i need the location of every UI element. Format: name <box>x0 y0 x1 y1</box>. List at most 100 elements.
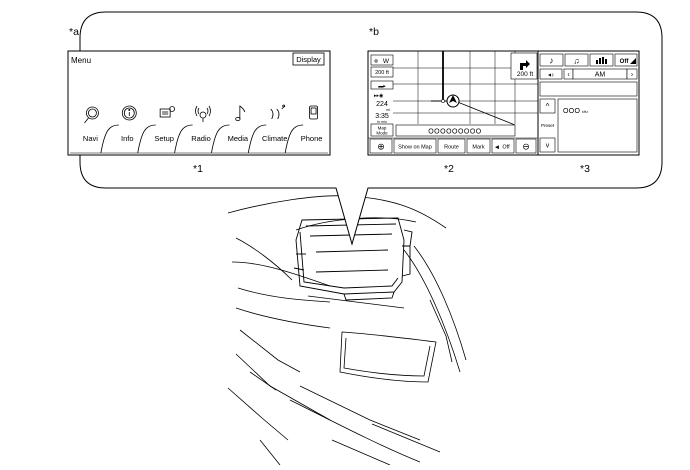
road-name: OOOOOOOOO <box>428 129 482 136</box>
compass-button[interactable] <box>370 54 394 66</box>
chevron-right-icon: › <box>631 72 634 79</box>
preset-up-button[interactable] <box>539 98 556 114</box>
voice-off-label: Off <box>502 145 510 151</box>
menu-tab-divider <box>211 124 230 154</box>
signal-strength-icon <box>630 58 636 64</box>
callout-b: *b <box>369 26 379 38</box>
sound-icon: ♫ <box>574 57 580 66</box>
menu-tab-label: Phone <box>301 134 323 143</box>
band-next-button[interactable] <box>626 68 638 80</box>
zoom-in-button[interactable] <box>369 138 393 154</box>
equalizer-icon <box>596 57 607 64</box>
map-icon: ▬▸ <box>378 84 386 90</box>
menu-screen: Menu Display Navi Info Setup Radio Media Clim… <box>67 50 331 156</box>
chevron-down-icon: v <box>546 143 550 150</box>
map-screen: ⊗ W 200 ft ▬▸ ▸▸◉ 224 mi 3:35 hr min Map… <box>367 50 539 156</box>
audio-panel: ♪ ♫ Off ◂♪ ‹ AM › ^ Preset v OOO kHz <box>537 50 640 156</box>
callout-2: *2 <box>444 163 454 175</box>
menu-tab-label: Media <box>228 134 249 143</box>
vehicle-arrow-icon <box>449 95 457 103</box>
mark-button[interactable] <box>466 138 491 154</box>
menu-tab-divider <box>100 124 119 154</box>
station-info-bar <box>539 81 638 97</box>
fan-icon <box>270 104 286 120</box>
info-icon <box>121 105 137 121</box>
zoom-in-icon: ⊕ <box>377 142 385 152</box>
preset-down-button[interactable] <box>539 137 556 153</box>
menu-tab-climate[interactable] <box>254 100 291 153</box>
voice-icon: ◀ <box>495 145 499 151</box>
scale-button[interactable] <box>370 66 394 78</box>
music-note-icon: ♪ <box>549 56 554 66</box>
destination-marker <box>441 99 445 103</box>
menu-tab-media[interactable] <box>217 100 254 153</box>
voice-off-button[interactable] <box>491 138 515 154</box>
preset-label: Preset <box>541 123 555 128</box>
zoom-out-icon: ⊖ <box>522 142 530 152</box>
radio-icon <box>195 105 211 122</box>
setup-icon <box>159 106 176 118</box>
status-label: Off <box>620 59 630 65</box>
distance-unit: mi <box>386 108 390 112</box>
zoom-out-button[interactable] <box>515 138 537 154</box>
frequency-value: OOO <box>563 108 580 115</box>
menu-tab-strip: Navi Info Setup Radio Media Climate Phone <box>70 100 328 154</box>
menu-tab-label: Radio <box>191 134 211 143</box>
map-bottom-bar: ⊕ Show on Map Route Mark ◀ Off ⊖ <box>368 137 538 154</box>
distance-value: 224 <box>376 101 388 108</box>
route-button[interactable] <box>437 138 466 154</box>
phone-icon <box>309 105 318 120</box>
callout-3: *3 <box>580 163 590 175</box>
menu-tab-divider <box>174 124 193 154</box>
menu-tab-label: Navi <box>83 134 98 143</box>
display-button-label: Display <box>296 55 321 64</box>
menu-tab-divider <box>247 124 267 154</box>
music-note-icon <box>235 105 246 122</box>
menu-tab-divider <box>137 124 156 154</box>
menu-tab-divider <box>284 124 304 154</box>
turn-distance: 200 ft <box>517 71 533 78</box>
menu-tab-info[interactable] <box>107 100 144 153</box>
mark-label: Mark <box>472 145 484 151</box>
menu-tab-label: Climate <box>262 134 287 143</box>
audio-source-tab[interactable] <box>539 53 564 67</box>
sound-setting-tab[interactable] <box>564 53 589 67</box>
route-info-icon: ▸▸◉ <box>374 93 384 99</box>
scale-label: 200 ft <box>375 70 389 76</box>
menu-tab-navi[interactable] <box>70 100 107 153</box>
callout-a: *a <box>69 26 79 38</box>
menu-title: Menu <box>71 56 91 65</box>
chevron-up-icon: ^ <box>546 102 550 111</box>
compass-icon: ⊗ <box>374 59 378 65</box>
time-unit: hr min <box>377 120 387 124</box>
show-on-map-button[interactable] <box>393 138 437 154</box>
turn-right-arrow-icon <box>520 60 530 70</box>
magnifier-icon <box>84 106 99 124</box>
display-button[interactable] <box>292 52 325 66</box>
equalizer-tab[interactable] <box>589 53 614 67</box>
route-line-ext <box>454 100 516 126</box>
route-label: Route <box>444 145 459 151</box>
map-icon-button[interactable] <box>370 80 394 90</box>
menu-tab-radio[interactable] <box>181 100 218 153</box>
show-on-map-label: Show on Map <box>398 145 432 151</box>
callout-1: *1 <box>193 163 203 175</box>
band-label: AM <box>595 72 606 79</box>
source-speaker-icon: ◂♪ <box>548 73 554 79</box>
menu-tab-label: Setup <box>154 134 174 143</box>
road-name-bar <box>395 124 516 137</box>
head-unit-illustration <box>293 217 413 301</box>
time-value: 3:35 <box>375 113 389 120</box>
menu-tab-label: Info <box>121 134 134 143</box>
compass-label: W <box>383 58 390 65</box>
source-icon-box[interactable] <box>539 68 563 80</box>
frequency-unit: kHz <box>582 110 588 114</box>
menu-tab-setup[interactable] <box>144 100 181 153</box>
chevron-left-icon: ‹ <box>567 72 570 79</box>
dashboard-illustration <box>227 195 467 466</box>
frequency-area <box>557 98 638 153</box>
map-mode-button[interactable] <box>370 123 394 137</box>
